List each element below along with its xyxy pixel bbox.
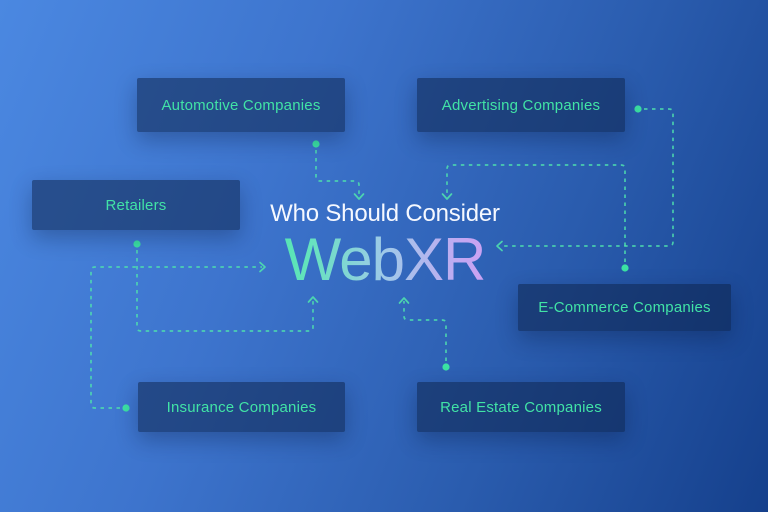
connector-start-dot: [634, 105, 642, 113]
connector-dashed-line: [403, 301, 447, 361]
node-automotive-companies: Automotive Companies: [137, 78, 345, 132]
connector-start-dot: [312, 140, 320, 148]
connector-automotive-to-title: [312, 140, 365, 200]
arrow-down-icon: [353, 193, 365, 200]
node-label: Real Estate Companies: [440, 398, 602, 416]
arrow-up-icon: [307, 296, 319, 303]
node-label: Advertising Companies: [441, 96, 601, 114]
arrow-up-icon: [398, 297, 410, 304]
title-subheading: Who Should Consider: [270, 200, 500, 227]
node-label: Insurance Companies: [166, 398, 317, 416]
node-label: Retailers: [105, 196, 167, 214]
connector-start-dot: [621, 264, 629, 272]
node-retailers: Retailers: [32, 180, 240, 230]
node-ecommerce-companies: E-Commerce Companies: [518, 284, 731, 331]
title-block: Who Should Consider WebXR: [235, 200, 535, 290]
node-label: Automotive Companies: [161, 96, 321, 114]
connector-start-dot: [442, 363, 450, 371]
node-real-estate-companies: Real Estate Companies: [417, 382, 625, 432]
connector-realestate-to-title: [398, 297, 450, 371]
node-label: E-Commerce Companies: [538, 299, 711, 316]
node-advertising-companies: Advertising Companies: [417, 78, 625, 132]
connector-dashed-line: [315, 150, 360, 196]
title-webxr: WebXR: [235, 230, 535, 290]
arrow-down-icon: [441, 193, 453, 200]
connector-start-dot: [133, 240, 141, 248]
node-insurance-companies: Insurance Companies: [138, 382, 345, 432]
connector-start-dot: [122, 404, 130, 412]
